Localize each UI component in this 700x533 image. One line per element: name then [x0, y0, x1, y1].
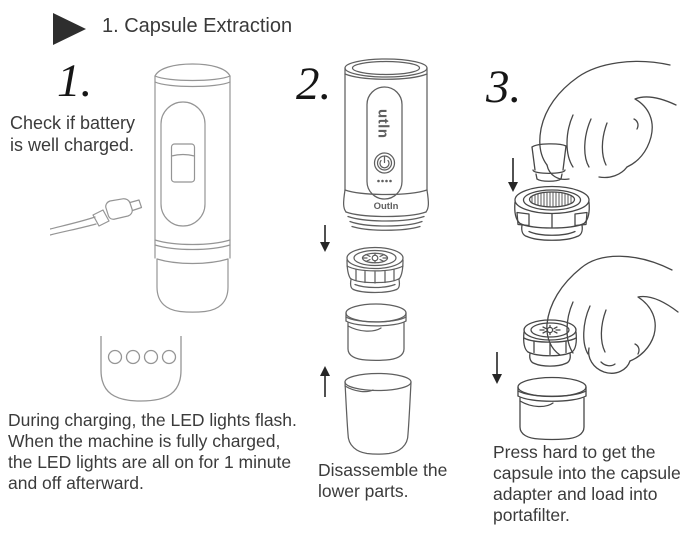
capsule-adapter-sketch	[522, 319, 578, 367]
hand-sketch	[539, 60, 677, 181]
hand-sketch	[546, 255, 679, 374]
caption-line: lower parts.	[318, 481, 409, 501]
caption-line: Disassemble the	[318, 460, 448, 480]
note-line: the LED lights are all on for 1 minute	[8, 452, 292, 472]
hand-adapter-illustration	[492, 255, 679, 441]
led-dot	[107, 349, 123, 365]
step-3-caption: Press hard to get the capsule into the c…	[493, 442, 681, 526]
disassembled-parts-illustration	[320, 225, 412, 455]
caption-line: portafilter.	[493, 505, 570, 525]
brand-band-label: OutIn	[374, 201, 399, 212]
charging-note: During charging, the LED lights flash. W…	[8, 410, 297, 494]
hand-capsule-illustration	[508, 60, 677, 241]
note-line: and off afterward.	[8, 473, 144, 493]
caption-line: capsule into the capsule	[493, 463, 681, 483]
capsule-sketch	[531, 143, 567, 182]
step-2-caption: Disassemble the lower parts.	[318, 460, 447, 502]
led-indicator-illustration	[100, 336, 182, 402]
note-line: When the machine is fully charged,	[8, 431, 281, 451]
up-arrow-icon	[320, 366, 330, 397]
capsule-adapter-mesh-illustration	[514, 185, 590, 241]
caption-line: is well charged.	[10, 135, 135, 155]
machine-side-illustration	[154, 63, 231, 313]
portafilter-illustration	[517, 376, 587, 441]
led-dot	[143, 349, 159, 365]
play-triangle-icon	[53, 13, 86, 45]
section-title: 1. Capsule Extraction	[102, 15, 293, 37]
step-2-numeral: 2.	[296, 58, 332, 110]
led-dots	[377, 179, 392, 183]
caption-line: adapter and load into	[493, 484, 658, 504]
capsule-adapter-illustration	[346, 246, 404, 294]
caption-line: Check if battery	[10, 113, 136, 133]
led-dot	[125, 349, 141, 365]
down-arrow-icon	[508, 158, 518, 192]
note-line: During charging, the LED lights flash.	[8, 410, 297, 430]
brand-side-label: utln	[375, 109, 392, 139]
usb-cable-illustration	[50, 198, 143, 236]
usb-flap	[170, 143, 196, 183]
mesh-hatch	[531, 192, 572, 207]
led-dot	[161, 349, 177, 365]
step-3-numeral: 3.	[486, 61, 522, 113]
machine-front-illustration: utln OutIn	[343, 58, 429, 231]
cup-illustration	[344, 372, 412, 455]
down-arrow-icon	[492, 352, 502, 384]
portafilter-illustration	[345, 303, 407, 361]
step-1-caption: Check if battery is well charged.	[10, 112, 135, 156]
caption-line: Press hard to get the	[493, 442, 656, 462]
step-1-numeral: 1.	[57, 55, 93, 107]
down-arrow-icon	[320, 225, 330, 252]
front-panel	[366, 86, 403, 200]
side-panel	[160, 101, 206, 227]
power-button-icon	[373, 152, 396, 174]
